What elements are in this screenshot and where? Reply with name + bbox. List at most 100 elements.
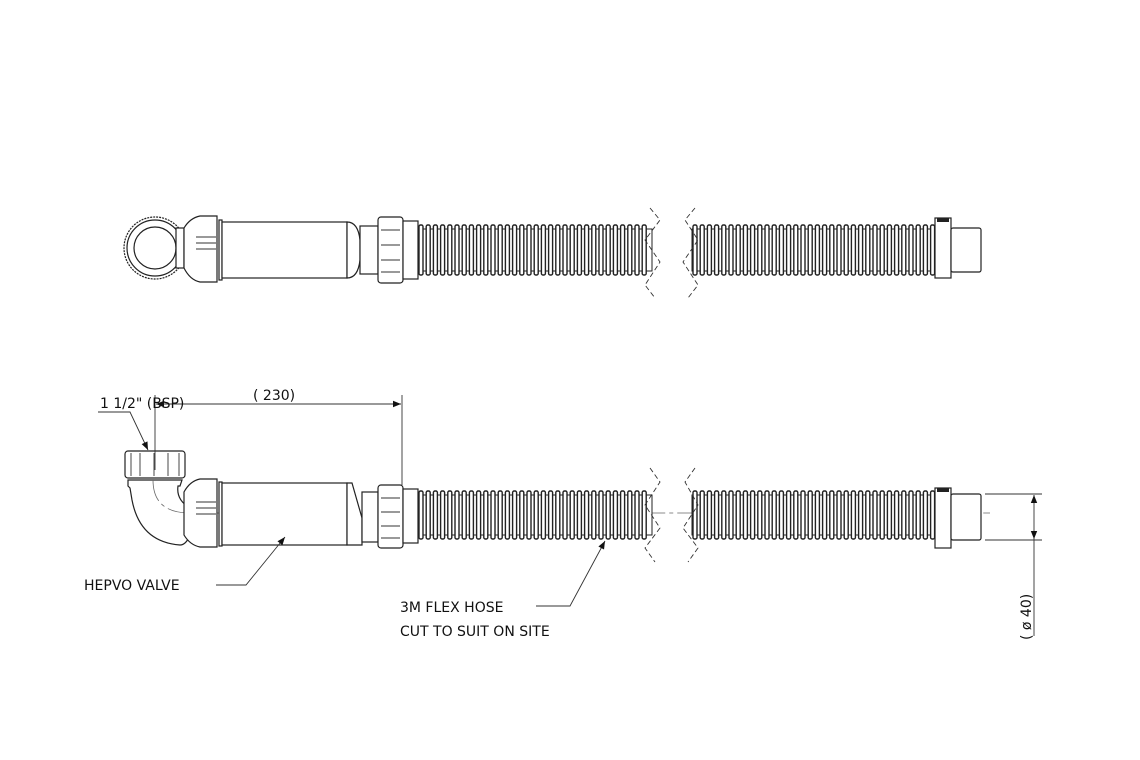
hose-rib bbox=[425, 224, 431, 276]
hose-rib bbox=[504, 490, 511, 540]
hose-rib bbox=[857, 224, 864, 276]
hose-rib bbox=[634, 490, 640, 540]
hose-rib bbox=[742, 224, 749, 276]
hose-rib bbox=[800, 490, 806, 540]
break-line bbox=[644, 207, 661, 299]
hose-rib bbox=[627, 224, 633, 276]
hose-rib bbox=[699, 490, 705, 540]
hose-rib bbox=[757, 490, 763, 540]
hose-rib bbox=[692, 490, 698, 540]
hose-rib bbox=[497, 490, 503, 540]
hose-rib bbox=[504, 224, 511, 276]
hose-nut-top bbox=[377, 216, 404, 284]
hose-rib bbox=[850, 490, 857, 540]
hose-rib bbox=[893, 224, 900, 276]
thread-callout: 1 1/2" (BSP) bbox=[98, 396, 184, 451]
flex-hose-top-right bbox=[691, 224, 936, 276]
hose-rib bbox=[850, 224, 857, 276]
hose-rib bbox=[497, 224, 503, 276]
tube-cone bbox=[346, 221, 361, 279]
hose-rib bbox=[583, 490, 590, 540]
break-line bbox=[682, 467, 699, 563]
outlet-nut-top bbox=[123, 216, 187, 280]
hose-rib bbox=[461, 224, 467, 276]
hose-label-line2: CUT TO SUIT ON SITE bbox=[400, 624, 550, 640]
hose-rib bbox=[793, 224, 799, 276]
hose-rib bbox=[778, 490, 785, 540]
hose-rib bbox=[447, 490, 453, 540]
hose-rib bbox=[547, 224, 554, 276]
hose-rib bbox=[807, 490, 813, 540]
hose-rib bbox=[519, 224, 525, 276]
hose-callout: 3M FLEX HOSE CUT TO SUIT ON SITE bbox=[400, 540, 606, 640]
hose-rib bbox=[742, 490, 749, 540]
hose-rib bbox=[929, 224, 936, 276]
flex-hose-side-right bbox=[691, 490, 936, 540]
hose-rib bbox=[728, 490, 734, 540]
hose-rib bbox=[612, 490, 619, 540]
hose-rib bbox=[821, 490, 828, 540]
hose-rib bbox=[454, 224, 460, 276]
hose-rib bbox=[439, 224, 446, 276]
hose-rib bbox=[735, 224, 741, 276]
hose-rib bbox=[764, 490, 770, 540]
hose-rib bbox=[634, 224, 640, 276]
valve-callout: HEPVO VALVE bbox=[84, 536, 286, 594]
spigot-side bbox=[950, 493, 982, 541]
hose-rib bbox=[627, 490, 633, 540]
hose-rib bbox=[612, 224, 619, 276]
hose-rib bbox=[519, 490, 525, 540]
hose-rib bbox=[605, 224, 611, 276]
hose-rib bbox=[886, 224, 893, 276]
hose-rib bbox=[735, 490, 741, 540]
side-view: ( 230) 1 1/2" (BSP) HEPVO VALVE 3M FLEX … bbox=[84, 388, 1042, 640]
hose-rib bbox=[598, 490, 604, 540]
hose-rib bbox=[908, 224, 914, 276]
hose-rib bbox=[749, 224, 756, 276]
hose-rib bbox=[872, 490, 878, 540]
hose-rib bbox=[721, 224, 727, 276]
hose-rib bbox=[771, 224, 777, 276]
hose-rib bbox=[829, 224, 835, 276]
hose-rib bbox=[583, 224, 590, 276]
hose-rib bbox=[843, 224, 849, 276]
hose-rib bbox=[843, 490, 849, 540]
elbow bbox=[127, 479, 191, 546]
hose-rib bbox=[692, 224, 698, 276]
diameter-label: ( ø 40) bbox=[1019, 594, 1035, 640]
hose-rib bbox=[915, 224, 921, 276]
hose-rib bbox=[713, 224, 720, 276]
hose-rib bbox=[764, 224, 770, 276]
hose-rib bbox=[605, 490, 611, 540]
hose-rib bbox=[706, 490, 713, 540]
flex-hose-side-left bbox=[417, 490, 653, 540]
break-line bbox=[682, 207, 699, 299]
hose-rib bbox=[540, 490, 547, 540]
hose-rib bbox=[901, 490, 907, 540]
hose-rib bbox=[641, 490, 647, 540]
hose-rib bbox=[757, 224, 763, 276]
hose-rib bbox=[706, 224, 713, 276]
hose-rib bbox=[699, 224, 705, 276]
hose-rib bbox=[857, 490, 864, 540]
hose-rib bbox=[591, 224, 597, 276]
hose-rib bbox=[425, 490, 431, 540]
hose-rib bbox=[619, 490, 626, 540]
flex-hose-top-left bbox=[417, 224, 653, 276]
hose-rib bbox=[439, 490, 446, 540]
hose-rib bbox=[432, 224, 439, 276]
diameter-dimension: ( ø 40) bbox=[985, 493, 1042, 640]
end-nut-top bbox=[934, 217, 952, 279]
hose-rib bbox=[576, 224, 583, 276]
hose-rib bbox=[785, 224, 792, 276]
hose-rib bbox=[468, 224, 475, 276]
hose-rib bbox=[418, 224, 424, 276]
hose-rib bbox=[893, 490, 900, 540]
hose-rib bbox=[836, 224, 842, 276]
hose-rib bbox=[749, 490, 756, 540]
hose-rib bbox=[526, 224, 532, 276]
hose-rib bbox=[490, 490, 496, 540]
hose-rib bbox=[490, 224, 496, 276]
hose-rib bbox=[447, 224, 453, 276]
